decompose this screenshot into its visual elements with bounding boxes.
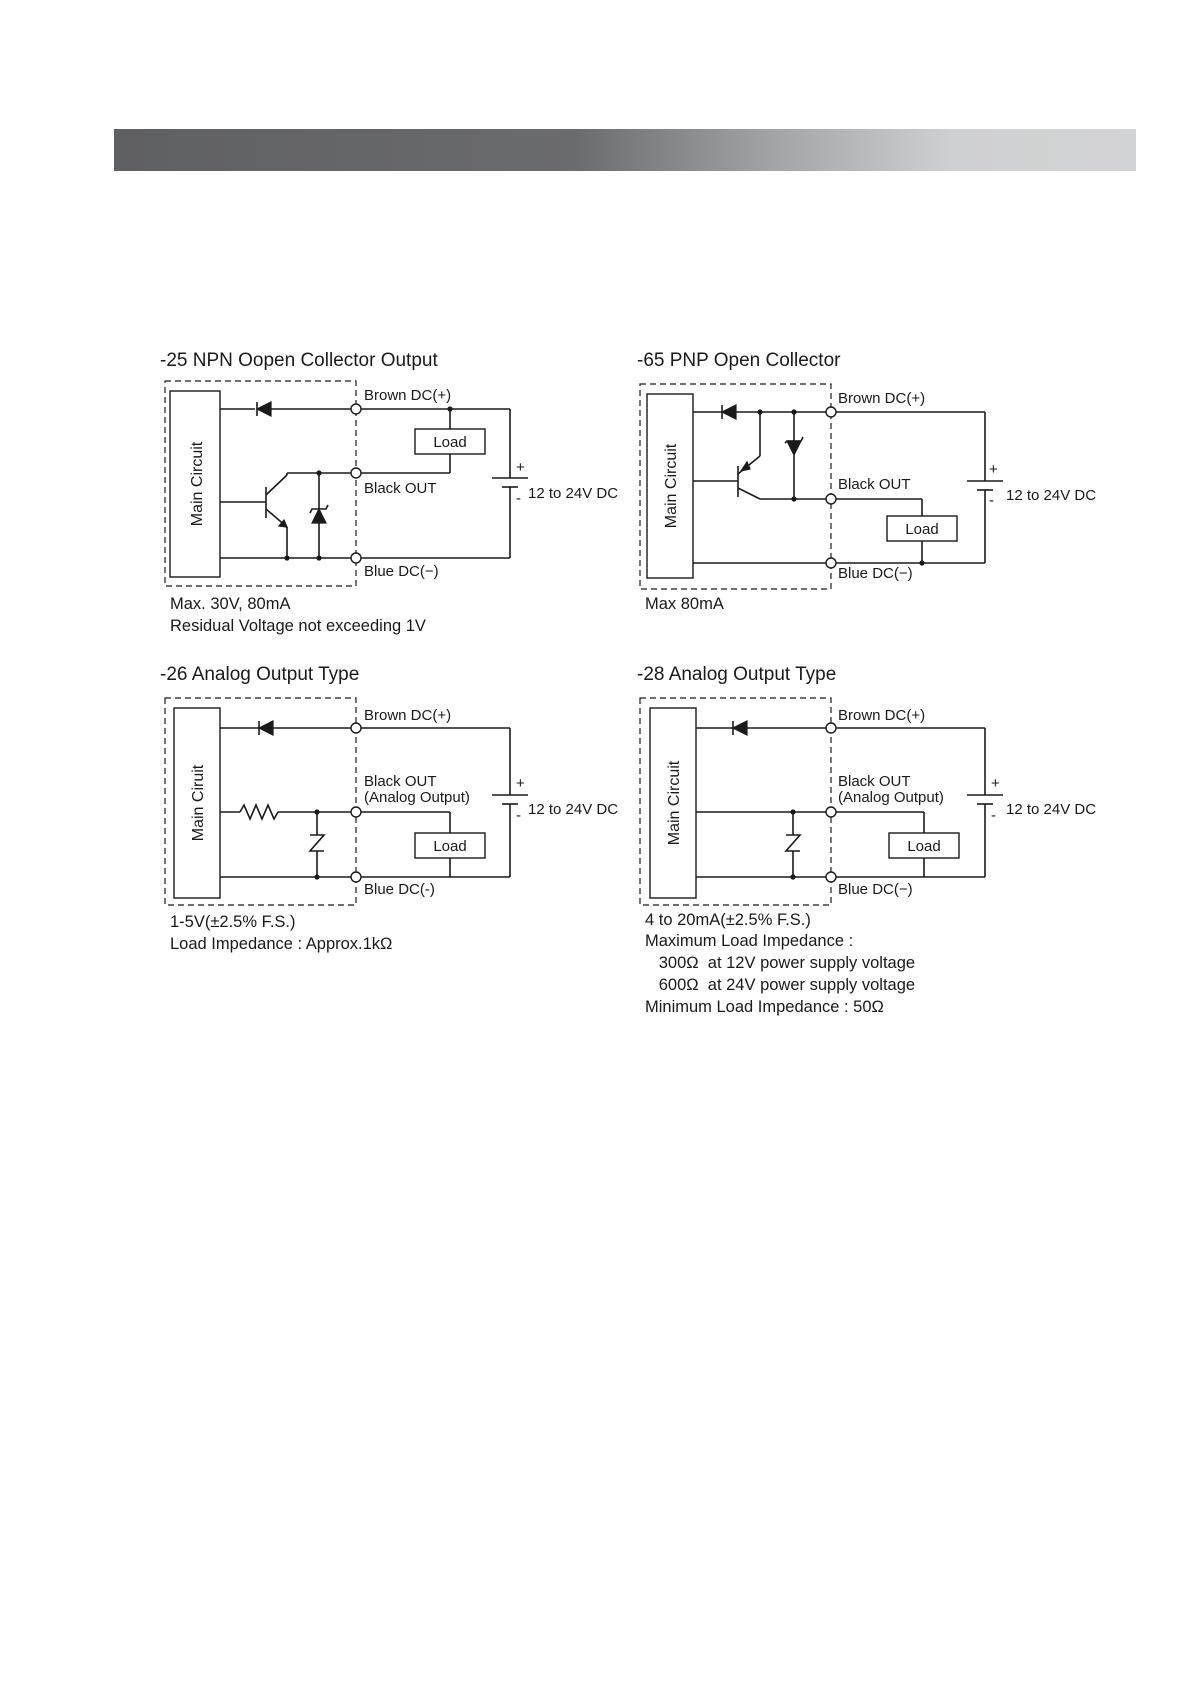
analog28-load-label: Load (907, 838, 940, 855)
analog26-note-1: 1-5V(±2.5% F.S.) (170, 913, 296, 931)
npn-diode-icon (255, 401, 272, 417)
pnp-title: -65 PNP Open Collector (637, 350, 841, 371)
analog26-main-circuit-box (173, 707, 221, 899)
analog28-plus: + (991, 775, 1000, 792)
analog26-resistor-icon (239, 802, 279, 822)
pnp-sensor-boundary (639, 383, 832, 590)
npn-sensor-boundary (164, 380, 357, 587)
npn-minus: - (516, 490, 521, 507)
pnp-terminal-blue (825, 557, 837, 569)
npn-terminal-black (350, 467, 362, 479)
analog26-diode-icon (257, 720, 274, 736)
pnp-minus: - (989, 492, 994, 509)
analog28-main-circuit-label: Main Circuit (666, 760, 683, 845)
analog28-terminal-black (825, 806, 837, 818)
analog26-brown-label: Brown DC(+) (364, 707, 451, 724)
npn-diagram: -25 NPN Oopen Collector Output Main Circ… (160, 350, 618, 635)
analog26-minus: - (516, 807, 521, 824)
analog28-diode-icon (731, 720, 748, 736)
analog28-note-2: Maximum Load Impedance : (645, 932, 853, 950)
pnp-note-1: Max 80mA (645, 595, 724, 613)
section-header-bar (114, 129, 1136, 171)
npn-note-1: Max. 30V, 80mA (170, 595, 290, 613)
npn-plus: + (516, 459, 525, 476)
pnp-main-circuit-box (646, 393, 694, 579)
pnp-diagram: -65 PNP Open Collector Main Circuit Brow… (637, 350, 1096, 613)
pnp-terminal-brown (825, 406, 837, 418)
analog28-black-label: Black OUT (838, 773, 911, 790)
pnp-black-label: Black OUT (838, 476, 911, 493)
analog26-supply-label: 12 to 24V DC (528, 801, 618, 818)
analog28-sensor-boundary (639, 697, 832, 906)
analog26-black-label: Black OUT (364, 773, 437, 790)
pnp-main-circuit-label: Main Circuit (663, 443, 680, 528)
analog28-supply-label: 12 to 24V DC (1006, 801, 1096, 818)
analog26-sensor-boundary (164, 697, 357, 906)
analog26-load-box (414, 832, 486, 859)
pnp-terminal-black (825, 493, 837, 505)
analog26-blue-label: Blue DC(-) (364, 881, 435, 898)
pnp-diode-icon (720, 404, 737, 420)
analog26-black-sub-label: (Analog Output) (364, 789, 470, 806)
analog26-note-2: Load Impedance : Approx.1kΩ (170, 935, 392, 953)
pnp-load-label: Load (905, 521, 938, 538)
analog28-terminal-blue (825, 871, 837, 883)
npn-main-circuit-box (169, 390, 221, 578)
npn-zener-icon (311, 507, 327, 524)
analog28-note-3: 300Ω at 12V power supply voltage (645, 954, 915, 972)
analog28-terminal-brown (825, 722, 837, 734)
analog26-terminal-black (350, 806, 362, 818)
analog26-terminal-blue (350, 871, 362, 883)
analog28-diagram: -28 Analog Output Type Main Circuit Brow… (637, 664, 1096, 1016)
npn-note-2: Residual Voltage not exceeding 1V (170, 617, 426, 635)
analog26-terminal-brown (350, 722, 362, 734)
analog28-title: -28 Analog Output Type (637, 664, 836, 685)
analog26-load-label: Load (433, 838, 466, 855)
pnp-plus: + (989, 461, 998, 478)
analog28-black-sub-label: (Analog Output) (838, 789, 944, 806)
analog26-plus: + (516, 775, 525, 792)
analog26-main-circuit-label: Main Ciruit (190, 764, 207, 841)
analog26-zener-icon (308, 834, 326, 852)
analog28-note-1: 4 to 20mA(±2.5% F.S.) (645, 911, 811, 929)
npn-load-label: Load (433, 434, 466, 451)
pnp-blue-label: Blue DC(−) (838, 565, 913, 582)
analog28-zener-icon (784, 834, 802, 852)
npn-terminal-blue (350, 552, 362, 564)
analog28-minus: - (991, 807, 996, 824)
npn-black-label: Black OUT (364, 480, 437, 497)
npn-supply-label: 12 to 24V DC (528, 485, 618, 502)
analog28-brown-label: Brown DC(+) (838, 707, 925, 724)
npn-main-circuit-label: Main Circuit (189, 441, 206, 526)
analog26-title: -26 Analog Output Type (160, 664, 359, 685)
analog28-blue-label: Blue DC(−) (838, 881, 913, 898)
npn-blue-label: Blue DC(−) (364, 563, 439, 580)
pnp-supply-label: 12 to 24V DC (1006, 487, 1096, 504)
analog28-note-5: Minimum Load Impedance : 50Ω (645, 998, 884, 1016)
pnp-zener-icon (786, 440, 802, 457)
analog28-main-circuit-box (649, 707, 697, 899)
analog28-note-4: 600Ω at 24V power supply voltage (645, 976, 915, 994)
analog26-diagram: -26 Analog Output Type Main Ciruit Brown… (160, 664, 618, 953)
pnp-brown-label: Brown DC(+) (838, 390, 925, 407)
npn-brown-label: Brown DC(+) (364, 387, 451, 404)
npn-title: -25 NPN Oopen Collector Output (160, 350, 438, 371)
npn-terminal-brown (350, 403, 362, 415)
